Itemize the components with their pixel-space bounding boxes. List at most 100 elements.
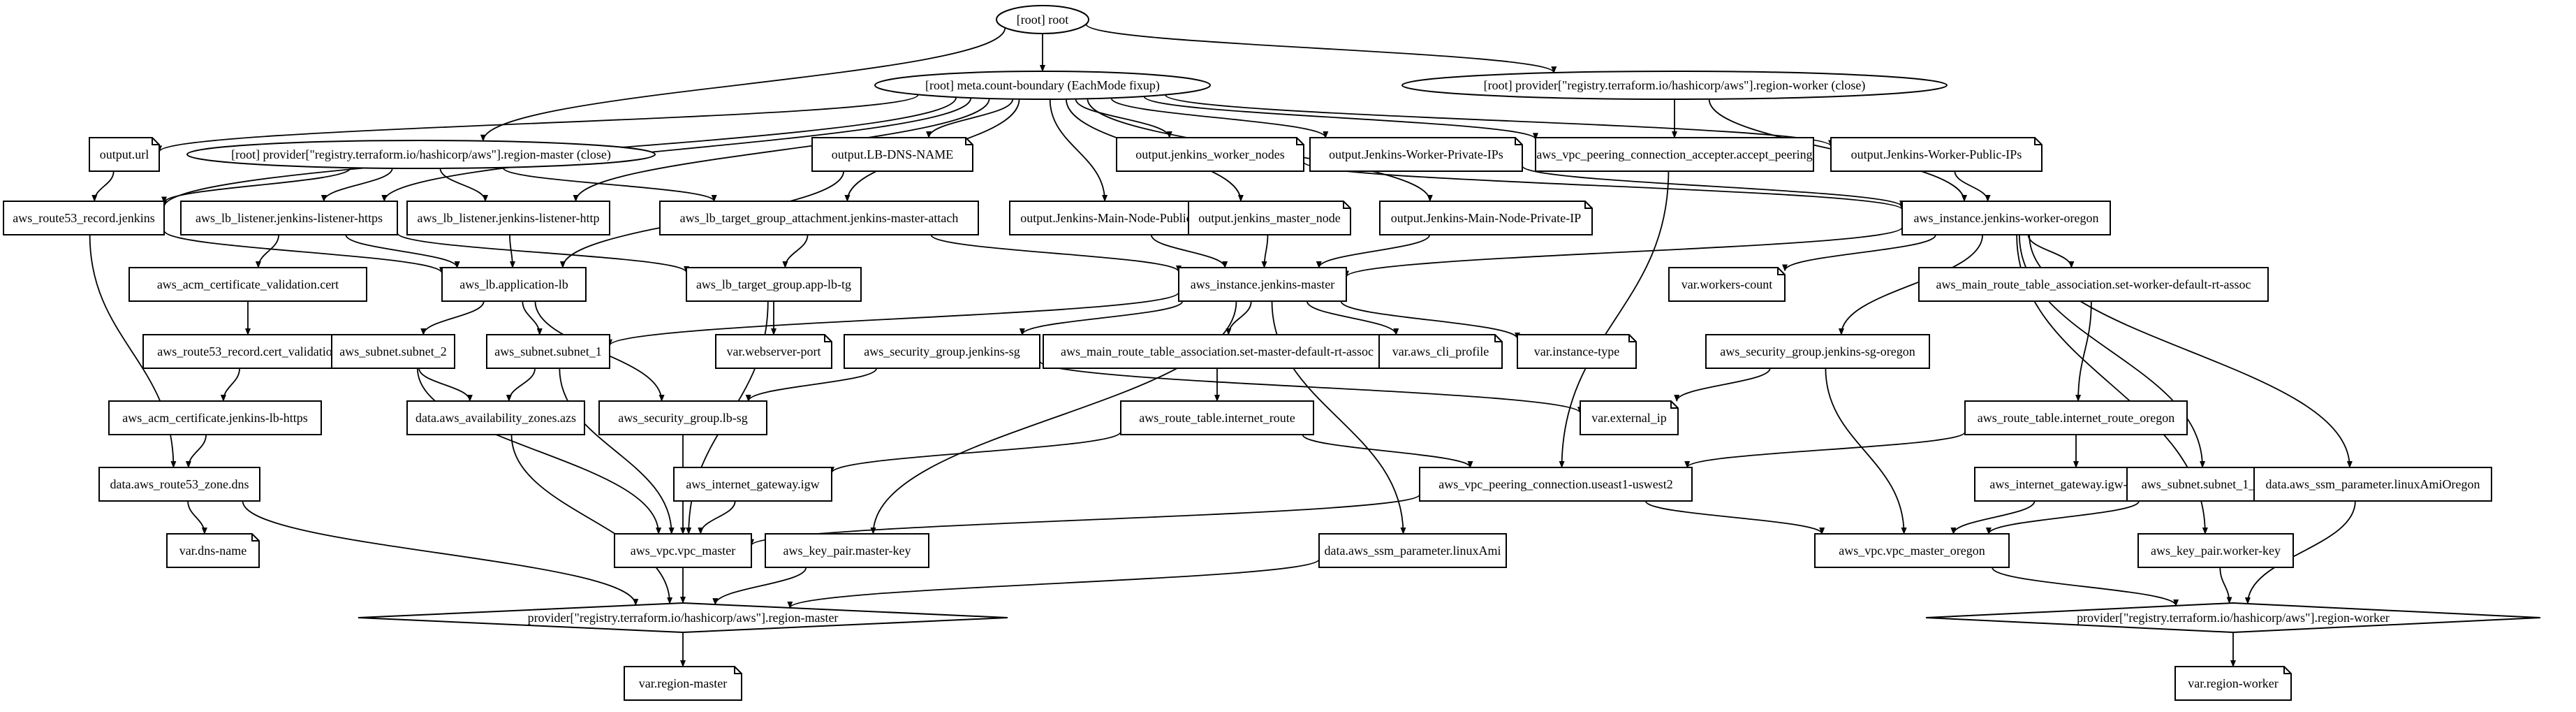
edge-r53_jenkins-to-lb_app <box>163 230 445 275</box>
edge-lb_app-to-subnet1 <box>522 300 543 335</box>
edge-lb_app-to-subnet2 <box>420 300 485 335</box>
node-label: aws_security_group.jenkins-sg-oregon <box>1720 344 1915 358</box>
node-ssm-oregon[interactable]: data.aws_ssm_parameter.linuxAmiOregon <box>2253 467 2492 502</box>
node-shape <box>1535 137 1814 172</box>
node-label: [root] provider["registry.terraform.io/h… <box>1484 78 1866 93</box>
node-out-mpriv[interactable]: output.Jenkins-Main-Node-Private-IP <box>1379 201 1593 235</box>
node-label: output.Jenkins-Main-Node-Private-IP <box>1391 211 1581 225</box>
node-label: aws_lb_listener.jenkins-listener-https <box>196 211 383 225</box>
node-inst-master[interactable]: aws_instance.jenkins-master <box>1178 267 1347 302</box>
node-label: aws_route_table.internet_route_oregon <box>1978 411 2174 425</box>
node-shape <box>874 71 1211 100</box>
edge-out_wpriv-to-inst_worker <box>1522 165 1905 208</box>
node-close-master[interactable]: [root] provider["registry.terraform.io/h… <box>186 140 656 169</box>
node-igw[interactable]: aws_internet_gateway.igw <box>673 467 832 502</box>
node-r53-certval[interactable]: aws_route53_record.cert_validation <box>142 334 353 369</box>
node-lb-app[interactable]: aws_lb.application-lb <box>441 267 587 302</box>
node-out-wpub[interactable]: output.Jenkins-Worker-Public-IPs <box>1830 137 2043 172</box>
node-out-wpriv[interactable]: output.Jenkins-Worker-Private-IPs <box>1309 137 1523 172</box>
node-prov-worker[interactable]: provider["registry.terraform.io/hashicor… <box>1925 602 2541 634</box>
node-label: data.aws_ssm_parameter.linuxAmiOregon <box>2266 477 2480 491</box>
node-shape <box>1116 137 1304 172</box>
edge-listener_https-to-lb_app <box>345 234 460 268</box>
node-out-mpub[interactable]: output.Jenkins-Main-Node-Public-IP <box>1009 201 1219 235</box>
edge-inst_worker-to-inst_master <box>1344 226 1903 278</box>
node-out-wnodes[interactable]: output.jenkins_worker_nodes <box>1116 137 1304 172</box>
node-vpc-master[interactable]: aws_vpc.vpc_master <box>614 533 752 568</box>
node-acm-valid[interactable]: aws_acm_certificate_validation.cert <box>128 267 367 302</box>
node-listener-http[interactable]: aws_lb_listener.jenkins-listener-http <box>406 201 610 235</box>
node-var-wsport[interactable]: var.webserver-port <box>715 334 832 369</box>
edge-subnet2-to-azs <box>418 368 473 402</box>
node-rt-oregon[interactable]: aws_route_table.internet_route_oregon <box>1964 400 2188 435</box>
node-sg-lb[interactable]: aws_security_group.lb-sg <box>598 400 767 435</box>
node-close-worker[interactable]: [root] provider["registry.terraform.io/h… <box>1401 71 1948 100</box>
graph-nodes: [root] root [root] meta.count-boundary (E… <box>3 5 2541 701</box>
node-label: aws_security_group.lb-sg <box>618 411 747 425</box>
node-rta-master[interactable]: aws_main_route_table_association.set-mas… <box>1043 334 1392 369</box>
node-rt-internet[interactable]: aws_route_table.internet_route <box>1120 400 1314 435</box>
node-shape <box>186 140 656 169</box>
node-shape <box>659 201 979 235</box>
node-label: aws_lb_listener.jenkins-listener-http <box>417 211 599 225</box>
node-shape <box>765 533 929 568</box>
node-var-cli[interactable]: var.aws_cli_profile <box>1378 334 1503 369</box>
node-subnet2[interactable]: aws_subnet.subnet_2 <box>331 334 455 369</box>
node-subnet1[interactable]: aws_subnet.subnet_1 <box>486 334 610 369</box>
node-rta-worker[interactable]: aws_main_route_table_association.set-wor… <box>1918 267 2269 302</box>
node-sg-jenkins[interactable]: aws_security_group.jenkins-sg <box>844 334 1040 369</box>
node-shape <box>624 666 742 701</box>
node-tg-attach[interactable]: aws_lb_target_group_attachment.jenkins-m… <box>659 201 979 235</box>
node-inst-worker[interactable]: aws_instance.jenkins-worker-oregon <box>1901 201 2111 235</box>
node-azs[interactable]: data.aws_availability_zones.azs <box>406 400 585 435</box>
edge-close_master-to-listener_http <box>439 168 488 202</box>
node-var-wcount[interactable]: var.workers-count <box>1668 267 1786 302</box>
node-key-worker[interactable]: aws_key_pair.worker-key <box>2137 533 2294 568</box>
edge-sg_jenkins-to-sg_lb <box>745 368 878 402</box>
node-label: aws_security_group.jenkins-sg <box>864 344 1020 358</box>
edge-root-to-close_master <box>480 27 1006 142</box>
node-meta[interactable]: [root] meta.count-boundary (EachMode fix… <box>874 71 1211 100</box>
node-shape <box>358 602 1008 634</box>
node-shape <box>98 467 260 502</box>
node-label: output.LB-DNS-NAME <box>832 147 954 161</box>
node-peer-accepter[interactable]: aws_vpc_peering_connection_accepter.acce… <box>1535 137 1814 172</box>
edge-rt_internet-to-igw <box>829 431 1121 474</box>
node-out-lbdns[interactable]: output.LB-DNS-NAME <box>811 137 973 172</box>
node-shape <box>142 334 353 369</box>
node-r53-jenkins[interactable]: aws_route53_record.jenkins <box>3 201 165 235</box>
node-key-master[interactable]: aws_key_pair.master-key <box>765 533 929 568</box>
node-shape <box>1964 400 2188 435</box>
node-var-itype[interactable]: var.instance-type <box>1517 334 1637 369</box>
node-acm-cert[interactable]: aws_acm_certificate.jenkins-lb-https <box>108 400 322 435</box>
edge-key_worker-to-prov_worker <box>2219 567 2232 604</box>
node-shape <box>1043 334 1392 369</box>
node-label: aws_route53_record.cert_validation <box>157 344 338 358</box>
node-peering[interactable]: aws_vpc_peering_connection.useast1-uswes… <box>1419 467 1693 502</box>
node-vpc-oregon[interactable]: aws_vpc.vpc_master_oregon <box>1814 533 2010 568</box>
node-var-rmaster[interactable]: var.region-master <box>624 666 742 701</box>
edge-zone_dns-to-prov_master <box>242 500 639 606</box>
node-zone-dns[interactable]: data.aws_route53_zone.dns <box>98 467 260 502</box>
node-shape <box>1668 267 1786 302</box>
node-ssm-linux[interactable]: data.aws_ssm_parameter.linuxAmi <box>1318 533 1507 568</box>
node-sg-oregon[interactable]: aws_security_group.jenkins-sg-oregon <box>1705 334 1930 369</box>
node-label: aws_subnet.subnet_1 <box>494 344 601 358</box>
node-prov-master[interactable]: provider["registry.terraform.io/hashicor… <box>358 602 1008 634</box>
edge-inst_master-to-var_itype <box>1340 300 1520 340</box>
node-var-rworker[interactable]: var.region-worker <box>2174 666 2292 701</box>
node-shape <box>108 400 322 435</box>
node-listener-https[interactable]: aws_lb_listener.jenkins-listener-https <box>180 201 398 235</box>
node-tg-app[interactable]: aws_lb_target_group.app-lb-tg <box>686 267 862 302</box>
node-root[interactable]: [root] root <box>996 5 1089 34</box>
edge-rta_worker-to-rt_oregon <box>2075 300 2092 402</box>
node-shape <box>166 533 260 568</box>
node-var-extip[interactable]: var.external_ip <box>1580 400 1679 435</box>
node-shape <box>1580 400 1679 435</box>
node-shape <box>2137 533 2294 568</box>
node-var-dns[interactable]: var.dns-name <box>166 533 260 568</box>
node-shape <box>89 137 160 172</box>
node-output-url[interactable]: output.url <box>89 137 160 172</box>
node-out-mnode[interactable]: output.jenkins_master_node <box>1188 201 1351 235</box>
